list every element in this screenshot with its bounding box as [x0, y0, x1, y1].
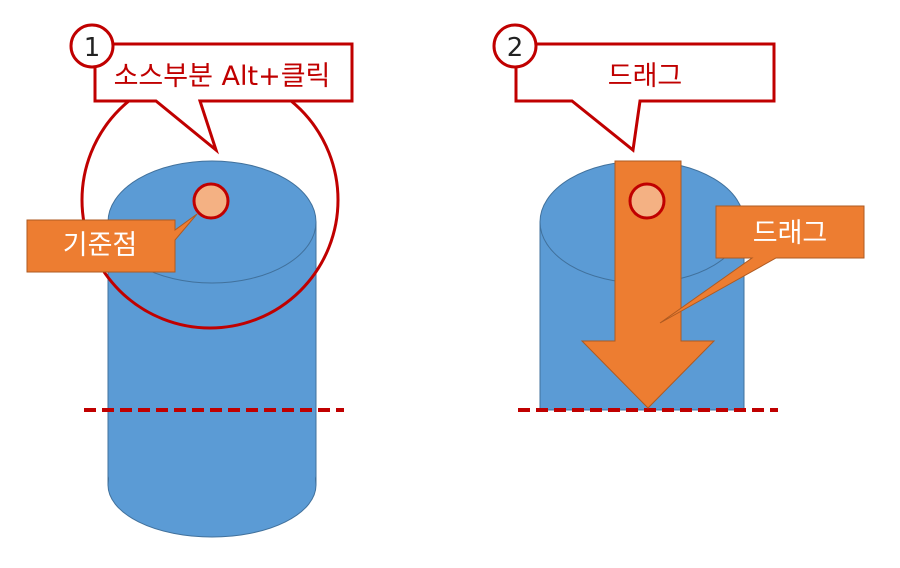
step2-number: 2: [507, 33, 524, 63]
drag-arrow-label: 드래그: [753, 218, 828, 249]
step1-callout-text: 소스부분 Alt+클릭: [114, 61, 331, 92]
reference-point-2: [628, 182, 666, 220]
step1-badge: 1: [69, 23, 115, 69]
step2-badge: 2: [492, 23, 538, 69]
step2-callout-text: 드래그: [608, 61, 683, 92]
step2-callout: 드래그: [514, 42, 776, 153]
reference-point-1: [192, 182, 230, 220]
step1-panel: 기준점 소스부분 Alt+클릭 1: [26, 23, 354, 538]
step2-panel: 드래그 드래그 2: [492, 23, 865, 412]
reference-point-label: 기준점: [63, 230, 138, 261]
reference-point-callout: 기준점: [26, 213, 198, 273]
step1-number: 1: [84, 33, 101, 63]
drag-down-arrow: [580, 160, 716, 409]
drag-arrow-callout: 드래그: [659, 205, 865, 324]
step1-callout: 소스부분 Alt+클릭: [93, 42, 354, 155]
